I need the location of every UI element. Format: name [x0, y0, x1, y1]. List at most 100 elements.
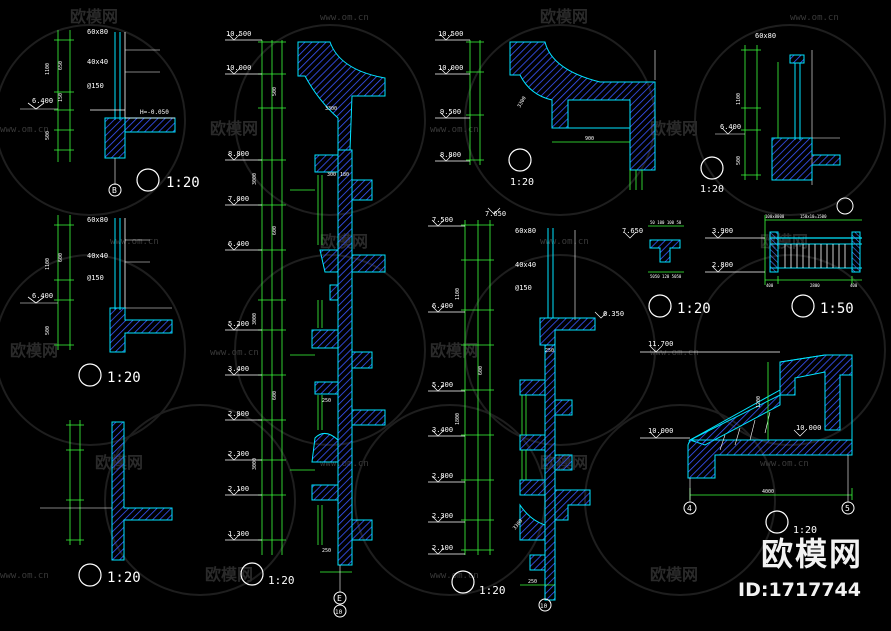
- d1-spacing-label: @150: [87, 82, 104, 90]
- wm-site-6: www.om.cn: [540, 237, 589, 247]
- detail-2: 1100 600 500 60x80 40x40 @150 6.400 1:20: [20, 215, 173, 387]
- d10-level-2: 10.000: [796, 424, 821, 432]
- d4-level-4: 6.400: [228, 240, 249, 248]
- svg-text:500: 500: [45, 326, 51, 335]
- d10-grid-0: 4: [687, 504, 692, 513]
- d5-dim-width: 900: [585, 136, 594, 142]
- svg-text:600: 600: [58, 253, 64, 262]
- d6-spacing-label: @150: [515, 284, 532, 292]
- d4-dim-3: 250: [322, 398, 331, 404]
- d6-rail-label: 60x80: [515, 227, 536, 235]
- d9-level-0: 3.900: [712, 227, 733, 235]
- wm-site-8: www.om.cn: [650, 348, 699, 358]
- wm-brand-6: 欧模网: [760, 232, 808, 251]
- d1-scale: 1:20: [166, 175, 200, 191]
- wm-site-10: www.om.cn: [760, 459, 809, 469]
- d2-level: 6.400: [32, 292, 53, 300]
- d2-rail-label: 60x80: [87, 216, 108, 224]
- d5-scale: 1:20: [510, 177, 534, 188]
- d6-level-3: 5.200: [432, 381, 453, 389]
- d4-level-10: 1.300: [228, 530, 249, 538]
- d4-level-8: 2.300: [228, 450, 249, 458]
- d9-dim-0: 100x8000: [765, 214, 785, 219]
- svg-text:5050 120 5050: 5050 120 5050: [650, 274, 682, 279]
- d8-level: 7.650: [622, 227, 643, 235]
- svg-text:650: 650: [58, 61, 64, 70]
- wm-brand-12: 欧模网: [650, 565, 698, 584]
- wm-site-5: www.om.cn: [110, 237, 159, 247]
- d4-level-0: 10.500: [226, 30, 251, 38]
- d10-level-0: 11.700: [648, 340, 673, 348]
- d5-level-0: 10.500: [438, 30, 463, 38]
- svg-text:500: 500: [45, 131, 51, 140]
- d9-dim-4: 400: [850, 283, 858, 288]
- d4-level-9: 2.100: [228, 485, 249, 493]
- d1-h-label: H=-0.050: [140, 109, 169, 116]
- svg-text:1100: 1100: [736, 93, 742, 105]
- d6-rail-level: 6.350: [603, 310, 624, 318]
- svg-text:1800: 1800: [455, 413, 461, 425]
- d6-dim-2: 250: [528, 579, 537, 585]
- d6-sub: 10: [540, 603, 548, 610]
- d5-level-3: 8.800: [440, 151, 461, 159]
- d10-scale: 1:20: [793, 525, 817, 536]
- d2-baluster-label: 40x40: [87, 252, 108, 260]
- d4-level-1: 10.000: [226, 64, 251, 72]
- d6-level-6: 2.300: [432, 512, 453, 520]
- d6-baluster-label: 40x40: [515, 261, 536, 269]
- d4-level-5: 5.200: [228, 320, 249, 328]
- svg-text:1100: 1100: [45, 258, 51, 270]
- wm-site-1: www.om.cn: [320, 13, 369, 23]
- svg-text:1100: 1100: [455, 288, 461, 300]
- d2-spacing-label: @150: [87, 274, 104, 282]
- d10-level-1: 10.000: [648, 427, 673, 435]
- d9-scale: 1:50: [820, 301, 854, 317]
- d6-level-7: 2.100: [432, 544, 453, 552]
- wm-site-3: www.om.cn: [0, 125, 49, 135]
- wm-brand-3: 欧模网: [650, 119, 698, 138]
- d6-level-4: 3.400: [432, 426, 453, 434]
- svg-text:150: 150: [58, 93, 64, 102]
- d6-level-2: 6.400: [432, 302, 453, 310]
- wm-site-2: www.om.cn: [790, 13, 839, 23]
- d10-grid-1: 5: [845, 504, 850, 513]
- d4-level-6: 3.400: [228, 365, 249, 373]
- wm-site-4: www.om.cn: [430, 125, 479, 135]
- detail-8: 50 100 100 50 5050 120 5050 7.650 1:20: [622, 220, 711, 318]
- d5-level-2: 9.500: [440, 108, 461, 116]
- d10-dim-width: 4000: [762, 489, 774, 495]
- detail-4: 3000 3000 3000 500 600 600 10.500 10.000…: [225, 30, 386, 618]
- svg-text:600: 600: [272, 391, 278, 400]
- d6-level-1: 7.650: [485, 210, 506, 218]
- d4-sub: 10: [335, 609, 343, 616]
- svg-text:3000: 3000: [252, 173, 258, 185]
- d6-level-5: 2.800: [432, 472, 453, 480]
- wm-brand-1: 欧模网: [70, 7, 118, 26]
- wm-brand-7: 欧模网: [10, 341, 58, 360]
- wm-brand-11: 欧模网: [205, 565, 253, 584]
- detail-9: 100x8000 150x10=1500 400 2800 400 3.900 …: [705, 197, 862, 318]
- d4-dim-1: 300: [327, 172, 336, 178]
- d1-rail-label: 60x80: [87, 28, 108, 36]
- d5-level-1: 10.000: [438, 64, 463, 72]
- watermark-id: ID:1717744: [738, 579, 861, 601]
- watermark-brand: 欧模网: [760, 535, 863, 573]
- d3-scale: 1:20: [107, 570, 141, 586]
- wm-site-11: www.om.cn: [0, 571, 49, 581]
- d1-baluster-label: 40x40: [87, 58, 108, 66]
- d1-level: 6.400: [32, 97, 53, 105]
- d7-rail-label: 60x80: [755, 32, 776, 40]
- d8-scale: 1:20: [677, 301, 711, 317]
- detail-5: 10.500 10.000 9.500 8.800 900 3300 1:20: [435, 30, 656, 190]
- d4-dim-4: 250: [322, 548, 331, 554]
- svg-text:1100: 1100: [45, 63, 51, 75]
- detail-10: 1200 4000 11.700 10.000 10.000 4 5 1:20: [640, 340, 855, 536]
- d4-scale: 1:20: [268, 574, 295, 587]
- d6-scale: 1:20: [479, 584, 506, 597]
- d10-dim-height: 1200: [756, 396, 762, 408]
- d4-level-7: 2.800: [228, 410, 249, 418]
- svg-text:600: 600: [478, 366, 484, 375]
- watermark-site-repeat: www.om.cn www.om.cn www.om.cn www.om.cn …: [0, 13, 839, 581]
